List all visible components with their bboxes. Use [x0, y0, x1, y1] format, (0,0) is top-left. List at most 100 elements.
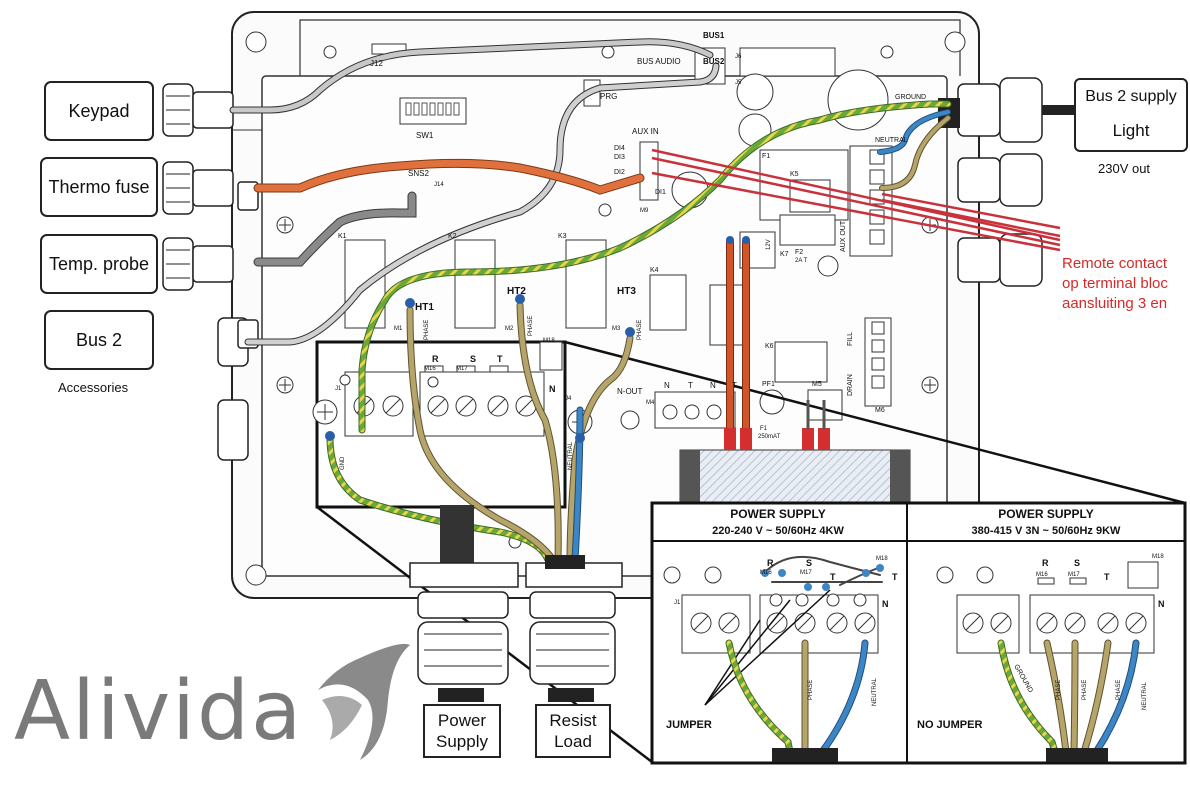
resist-load-line-1: Resist — [549, 711, 597, 730]
temp-probe-box: Temp. probe — [40, 234, 158, 294]
label-m2: M2 — [505, 326, 514, 332]
ps-left-neutral: NEUTRAL — [872, 677, 878, 706]
ps-left-s: S — [806, 558, 812, 568]
ps-left-m18: M18 — [876, 556, 888, 562]
ps-right-phase-2: PHASE — [1082, 680, 1088, 700]
label-m1: M1 — [394, 326, 403, 332]
power-supply-line-2: Supply — [436, 732, 488, 751]
label-ht2: HT2 — [507, 286, 526, 297]
label-m3: M3 — [612, 326, 621, 332]
label-t-2: T — [732, 381, 737, 390]
ground-gland-strip — [440, 505, 474, 565]
ps-right-m17: M17 — [1068, 572, 1080, 578]
label-gnd: GND — [340, 456, 346, 470]
label-k7: K7 — [780, 251, 789, 258]
label-k4: K4 — [650, 267, 659, 274]
ps-right-spec: 380-415 V 3N ~ 50/60Hz 9KW — [972, 525, 1122, 537]
keypad-box: Keypad — [44, 81, 154, 141]
label-j4: J4 — [565, 396, 572, 402]
board-screws — [276, 45, 939, 549]
label-sns2: SNS2 — [408, 169, 429, 178]
label-m5: M5 — [812, 381, 822, 388]
label-bus-audio: BUS AUDIO — [637, 57, 681, 66]
label-k3: K3 — [558, 233, 567, 240]
label-r: R — [432, 354, 439, 364]
ps-right-phase-1: PHASE — [1056, 680, 1062, 700]
ps-left-m16: M16 — [760, 570, 772, 576]
bottom-glands — [409, 562, 623, 685]
ps-left-t: T — [830, 572, 836, 582]
label-neutral-wire: NEUTRAL — [568, 441, 574, 470]
wire-lugs — [325, 236, 750, 443]
resist-load-line-2: Load — [554, 732, 592, 751]
label-di1: DI1 — [655, 189, 666, 196]
label-n-out: N-OUT — [617, 387, 642, 396]
label-di4: DI4 — [614, 145, 625, 152]
label-ground: GROUND — [895, 94, 926, 101]
label-neutral: NEUTRAL — [875, 137, 908, 144]
label-m17: M17 — [456, 366, 468, 372]
ps-left-t2: T — [892, 572, 898, 582]
thermo-fuse-box: Thermo fuse — [40, 157, 158, 217]
light-label: Light — [1112, 121, 1150, 140]
relay-k2 — [454, 239, 496, 329]
ps-left-phase: PHASE — [808, 680, 814, 700]
label-bus1: BUS1 — [703, 31, 725, 40]
label-s: S — [470, 354, 476, 364]
label-m9: M9 — [640, 208, 649, 214]
bus2-label: Bus 2 — [75, 329, 123, 350]
label-m6: M6 — [875, 407, 885, 414]
wires — [229, 38, 952, 564]
remote-note-line-2: op terminal bloc — [1062, 275, 1168, 292]
ps-right-neutral: NEUTRAL — [1142, 681, 1148, 710]
label-m18: M18 — [543, 338, 555, 344]
label-j12: J12 — [370, 59, 383, 68]
230v-out-caption: 230V out — [1098, 161, 1151, 176]
temp-probe-label: Temp. probe — [48, 253, 150, 274]
label-f1: F1 — [760, 426, 768, 432]
label-k2: K2 — [448, 233, 457, 240]
label-k1: K1 — [338, 233, 347, 240]
label-n-2: N — [710, 381, 716, 390]
remote-contact-lines — [651, 148, 1061, 252]
label-t: T — [497, 354, 503, 364]
remote-note-line-3: aansluiting 3 en — [1062, 295, 1168, 312]
label-j5: J5 — [735, 80, 742, 86]
label-phase-ht2: PHASE — [528, 316, 534, 336]
label-di3: DI3 — [614, 154, 625, 161]
label-j14: J14 — [434, 182, 444, 188]
right-glands — [957, 77, 1043, 287]
label-prg: PRG — [600, 92, 617, 101]
transformer-terminals — [724, 428, 830, 450]
relay-k6 — [774, 341, 828, 383]
ps-right-phase-3: PHASE — [1116, 680, 1122, 700]
label-m16: M16 — [424, 366, 436, 372]
relay-k4 — [649, 274, 687, 331]
ps-right-t: T — [1104, 572, 1110, 582]
ps-left-n: N — [882, 599, 889, 609]
ps-left-spec: 220-240 V ~ 50/60Hz 4KW — [712, 525, 844, 537]
label-pf1: PF1 — [762, 381, 775, 388]
label-ht3: HT3 — [617, 286, 636, 297]
aux-in-terminal — [639, 141, 659, 201]
power-supply-line-1: Power — [437, 711, 487, 730]
label-bus2: BUS2 — [703, 57, 725, 66]
no-jumper-label: NO JUMPER — [917, 719, 982, 731]
ps-right-m16: M16 — [1036, 572, 1048, 578]
ps-left-title: POWER SUPPLY — [730, 507, 826, 521]
label-t-1: T — [688, 381, 693, 390]
alivida-logo-mark — [318, 643, 410, 760]
label-f1-rating: 250mAT — [758, 434, 781, 440]
light-box: Light — [1074, 112, 1188, 152]
label-phase-ht3: PHASE — [637, 320, 643, 340]
bus2-supply-box: Bus 2 supply — [1074, 78, 1188, 116]
label-n-1: N — [664, 381, 670, 390]
label-k6: K6 — [765, 343, 774, 350]
ps-right-m18: M18 — [1152, 554, 1164, 560]
keypad-label: Keypad — [68, 100, 130, 121]
accessories-caption: Accessories — [58, 380, 129, 395]
ps-right-title: POWER SUPPLY — [998, 507, 1094, 521]
ps-left-m17: M17 — [800, 570, 812, 576]
bus2-supply-label: Bus 2 supply — [1085, 88, 1177, 105]
